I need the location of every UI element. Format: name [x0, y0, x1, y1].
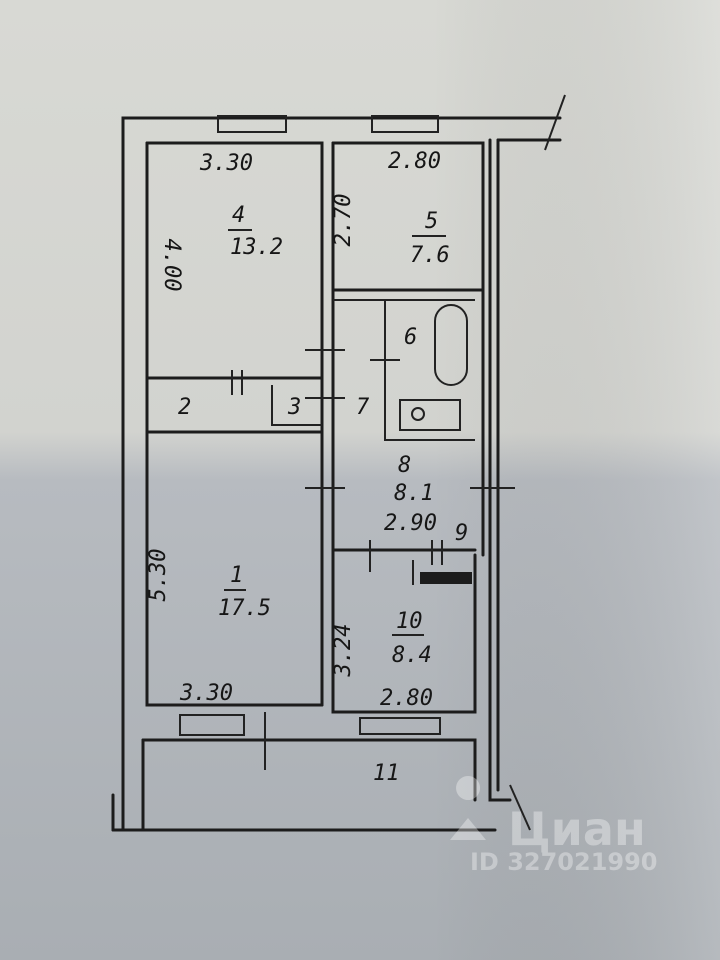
room-10-length: 3.24: [331, 624, 356, 678]
room-5-length: 2.70: [331, 194, 356, 247]
watermark-brand: Циан: [508, 802, 646, 856]
room-7-number: 7: [356, 395, 370, 420]
room-10-number: 10: [396, 609, 423, 634]
room-1-number: 1: [230, 563, 243, 588]
room-5-width: 2.80: [388, 149, 441, 174]
room-1-area: 17.5: [218, 596, 271, 621]
room-10-width: 2.80: [380, 686, 433, 711]
room-11-number: 11: [373, 761, 400, 786]
room-9-number: 9: [455, 521, 468, 546]
room-9-width: 2.90: [384, 511, 437, 536]
room-5-number: 5: [425, 209, 438, 234]
room-4-number: 4: [232, 203, 245, 228]
room-4-area: 13.2: [230, 235, 283, 260]
walls: [111, 94, 566, 832]
room-1-length: 5.30: [146, 549, 171, 602]
room-8-number: 8: [398, 453, 411, 478]
cian-logo-icon: [450, 776, 486, 840]
watermark-id: ID 327021990: [470, 848, 658, 876]
room-4-length: 4.00: [159, 239, 184, 292]
room-6-number: 6: [404, 325, 417, 350]
room-5-area: 7.6: [410, 243, 450, 268]
room-2-number: 2: [178, 395, 191, 420]
room-8-area: 8.1: [394, 481, 434, 506]
room-3-number: 3: [287, 395, 301, 420]
room-labels: 3.30 4.00 4 13.2 2.80 2.70 5 7.6 6 2 3 7…: [146, 149, 468, 786]
watermark: Циан ID 327021990: [450, 776, 658, 876]
room-1-width: 3.30: [179, 681, 233, 706]
room-10-area: 8.4: [392, 643, 432, 668]
room-4-width: 3.30: [199, 151, 253, 176]
